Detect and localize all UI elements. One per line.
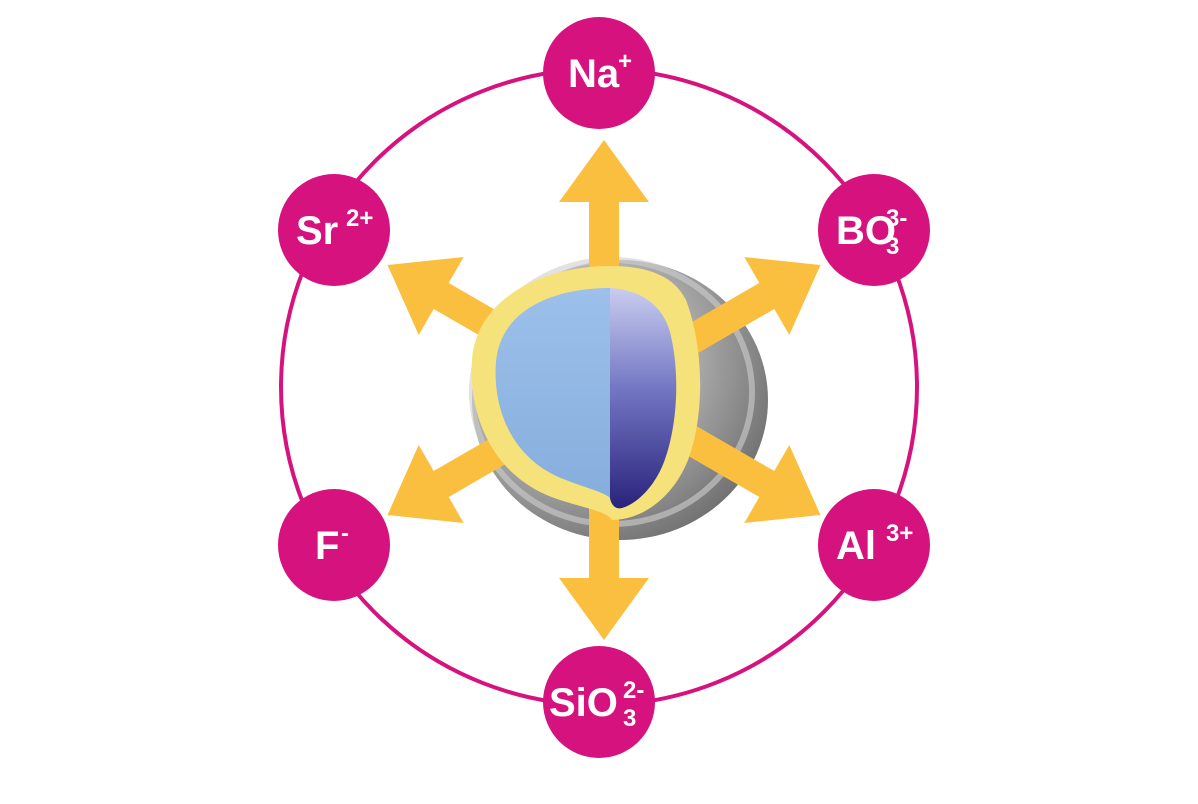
ion-al: Al 3+ <box>818 489 930 601</box>
particle-core-light <box>495 288 610 498</box>
ion-subscript: 3 <box>623 705 636 732</box>
ion-symbol: Al <box>836 524 876 568</box>
ion-na: Na+ <box>543 17 655 129</box>
ion-badge <box>278 489 390 601</box>
ion-symbol: SiO <box>549 681 618 725</box>
ion-charge: 3- <box>886 205 907 232</box>
ion-charge: - <box>341 520 349 547</box>
particle-core-dark <box>610 288 677 509</box>
ion-symbol: Na <box>568 52 620 96</box>
ion-badge <box>543 17 655 129</box>
ion-badge <box>278 174 390 286</box>
ion-badge <box>818 174 930 286</box>
glass-particle-icon <box>387 140 821 640</box>
ion-sr: Sr 2+ <box>278 174 390 286</box>
release-arrow-4 <box>559 450 649 640</box>
ion-symbol: BO <box>836 209 896 253</box>
ion-charge: 3+ <box>886 520 913 547</box>
ion-charge: + <box>618 48 632 75</box>
ion-bo3: BO3-3 <box>818 174 930 286</box>
release-arrow-1 <box>559 140 649 330</box>
ion-symbol: Sr <box>296 209 338 253</box>
ion-badge <box>818 489 930 601</box>
ion-subscript: 3 <box>886 233 899 260</box>
ion-charge: 2- <box>623 677 644 704</box>
ion-badge <box>543 646 655 758</box>
ion-f: F- <box>278 489 390 601</box>
ion-symbol: F <box>315 524 339 568</box>
ion-charge: 2+ <box>346 205 373 232</box>
